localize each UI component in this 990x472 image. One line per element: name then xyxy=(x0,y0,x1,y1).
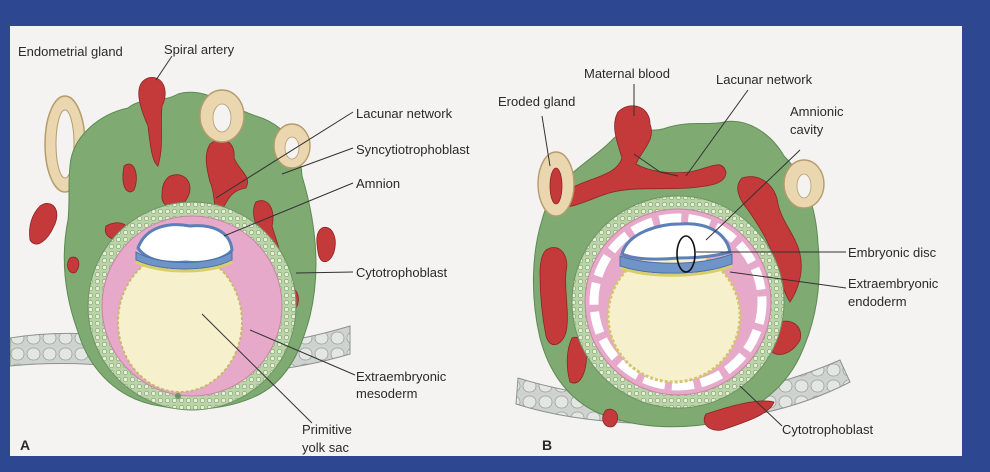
lacuna-a1 xyxy=(205,139,248,215)
label-lacunar-network-a: Lacunar network xyxy=(356,106,453,121)
label-extraembryonic-mesoderm-line1: Extraembryonic xyxy=(356,369,447,384)
label-cytotrophoblast-a: Cytotrophoblast xyxy=(356,265,447,280)
eroded-gland-b xyxy=(537,151,575,217)
gland-a-right xyxy=(273,123,311,169)
label-spiral-artery: Spiral artery xyxy=(164,42,235,57)
embryonic-disc-a xyxy=(135,251,233,270)
lacuna-b6 xyxy=(602,408,619,428)
panel-letter-b: B xyxy=(542,437,552,453)
lacuna-a6 xyxy=(29,203,58,245)
lacuna-b5 xyxy=(703,400,775,431)
amnion-a xyxy=(136,223,234,264)
lacuna-a8 xyxy=(316,226,336,263)
label-extraembryonic-mesoderm-line2: mesoderm xyxy=(356,386,417,401)
figure-panel: Endometrial gland Spiral artery Lacunar … xyxy=(9,26,962,456)
label-primitive-yolk-sac-line2: yolk sac xyxy=(302,440,349,455)
lacuna-a2 xyxy=(122,163,137,193)
label-extraembryonic-endoderm-line1: Extraembryonic xyxy=(848,276,939,291)
embryonic-disc-bracket xyxy=(676,235,696,273)
implantation-diagram: Endometrial gland Spiral artery Lacunar … xyxy=(9,42,939,455)
embryonic-disc-b xyxy=(619,253,733,274)
lacuna-b2 xyxy=(539,247,568,345)
spiral-artery-a xyxy=(138,77,166,167)
gland-a-top xyxy=(199,89,245,143)
label-syncytiotrophoblast: Syncytiotrophoblast xyxy=(356,142,470,157)
label-amnionic-cavity-line2: cavity xyxy=(790,122,824,137)
coelomic-spaces-b xyxy=(589,213,767,391)
panel-letter-a: A xyxy=(20,437,30,453)
lacuna-b1 xyxy=(737,176,802,303)
label-primitive-yolk-sac-line1: Primitive xyxy=(302,422,352,437)
gland-b-right xyxy=(783,159,825,209)
primitive-yolk-sac-a xyxy=(117,251,243,393)
panel-b: Maternal blood Lacunar network Eroded gl… xyxy=(498,66,939,453)
label-embryonic-disc: Embryonic disc xyxy=(848,245,937,260)
label-amnionic-cavity-line1: Amnionic xyxy=(790,104,844,119)
label-eroded-gland: Eroded gland xyxy=(498,94,575,109)
label-extraembryonic-endoderm-line2: endoderm xyxy=(848,294,907,309)
label-cytotrophoblast-b: Cytotrophoblast xyxy=(782,422,873,437)
maternal-blood-b xyxy=(556,105,727,208)
lacuna-a7 xyxy=(67,256,80,274)
label-amnion: Amnion xyxy=(356,176,400,191)
panel-a: Endometrial gland Spiral artery Lacunar … xyxy=(9,42,470,455)
label-maternal-blood: Maternal blood xyxy=(584,66,670,81)
label-lacunar-network-b: Lacunar network xyxy=(716,72,813,87)
label-endometrial-gland: Endometrial gland xyxy=(18,44,123,59)
